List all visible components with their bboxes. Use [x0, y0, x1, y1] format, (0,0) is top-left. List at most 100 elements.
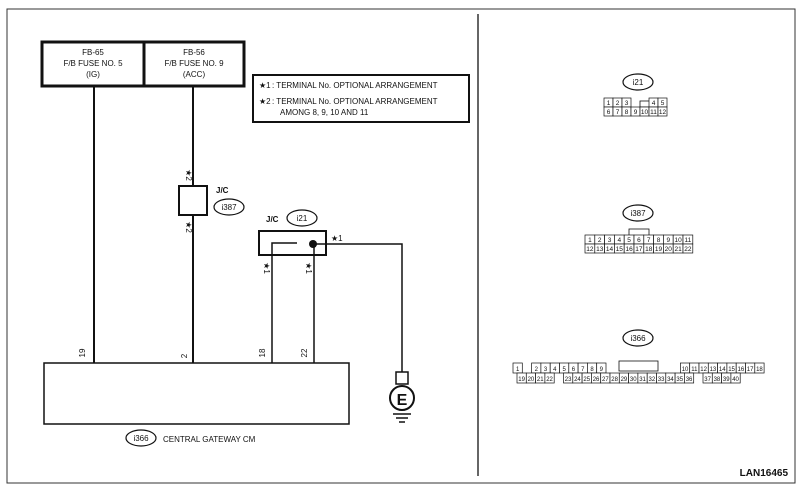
- connector-pin-number: 7: [616, 109, 620, 116]
- connector-label: i366: [630, 334, 646, 343]
- connector-pin-number: 11: [691, 367, 698, 373]
- connector-pin-number: 15: [616, 246, 624, 253]
- connector-pin-number: 16: [738, 367, 745, 373]
- connector-label-oval: [622, 329, 654, 347]
- connector-pin-number: 8: [590, 367, 594, 373]
- fuse-block-frame: [40, 40, 246, 88]
- connector-pin-number: 24: [574, 377, 581, 383]
- connector-pin-number: 1: [607, 100, 611, 107]
- pin-22: 22: [300, 348, 309, 357]
- pin-2: 2: [180, 353, 189, 358]
- connector-pin-number: 5: [562, 367, 566, 373]
- ground-circle: [389, 385, 415, 411]
- legend-2-text: : TERMINAL No. OPTIONAL ARRANGEMENT: [272, 97, 438, 106]
- connector-pin-cell: [657, 106, 668, 117]
- connector-label: i21: [633, 78, 644, 87]
- jc-upper-mark-bottom: ★2: [184, 221, 193, 233]
- connector-pin-number: 32: [649, 377, 656, 383]
- connector-pin-number: 18: [645, 246, 653, 253]
- connector-pin-number: 29: [621, 377, 628, 383]
- connector-pin-number: 12: [700, 367, 707, 373]
- connector-pin-number: 36: [686, 377, 693, 383]
- connector-pin-number: 9: [600, 367, 604, 373]
- diagram-frame: [6, 8, 796, 484]
- jc-upper-mark-top: ★2: [184, 169, 193, 181]
- diagram-code: LAN16465: [740, 468, 789, 479]
- connector-pin-number: 37: [704, 377, 711, 383]
- jc-upper: J/C i387 ★2 ★2: [178, 169, 245, 233]
- connector-pin-number: 19: [518, 377, 525, 383]
- connector-pin-cell: [544, 372, 555, 384]
- connector-label-oval: [622, 204, 654, 222]
- connector-pin-number: 10: [682, 367, 689, 373]
- splice-dot: [309, 240, 317, 248]
- connector-pin-number: 14: [606, 246, 614, 253]
- connector-pin-number: 4: [652, 100, 656, 107]
- legend-2-mark: ★2: [259, 97, 271, 106]
- jc-lower-label: J/C: [266, 215, 279, 224]
- connector-pin-number: 7: [581, 367, 585, 373]
- jc-lower-mark-right: ★1: [331, 234, 343, 243]
- connector-pin-number: 3: [608, 237, 612, 244]
- module-connector-oval: [125, 429, 157, 447]
- jc-lower-mark-mid: ★1: [304, 262, 313, 274]
- connector-pin-number: 9: [666, 237, 670, 244]
- connector-pin-number: 9: [634, 109, 638, 116]
- connector-pin-number: 1: [588, 237, 592, 244]
- fuse-2-code: FB-56: [183, 48, 205, 57]
- fuse-1-name: F/B FUSE NO. 5: [63, 59, 123, 68]
- connector-pin-number: 12: [659, 109, 667, 116]
- fuse-2-name: F/B FUSE NO. 9: [164, 59, 224, 68]
- ground-label: E: [397, 392, 408, 409]
- connector-pin-number: 1: [516, 367, 520, 373]
- connector-pin-number: 25: [583, 377, 590, 383]
- connector-pin-number: 3: [544, 367, 548, 373]
- wire-to-ground: [314, 243, 403, 372]
- connector-pin-number: 18: [756, 367, 763, 373]
- jc-lower-connector-oval: [286, 209, 318, 227]
- connector-latch: [618, 360, 659, 372]
- module-connector: i366: [133, 434, 149, 443]
- connector-pin-number: 4: [553, 367, 557, 373]
- legend-1-text: : TERMINAL No. OPTIONAL ARRANGEMENT: [272, 81, 438, 90]
- jc-lower-box: [258, 230, 327, 256]
- connector-pin-number: 21: [674, 246, 682, 253]
- connector-pin-number: 6: [607, 109, 611, 116]
- jc-lower-mark-left: ★1: [262, 262, 271, 274]
- connector-pin-number: 34: [667, 377, 674, 383]
- connector-pin-number: 19: [655, 246, 663, 253]
- connector-pin-number: 5: [661, 100, 665, 107]
- connector-pin-number: 6: [572, 367, 576, 373]
- connector-pin-number: 6: [637, 237, 641, 244]
- connector-pin-cell: [682, 243, 694, 254]
- connector-pin-number: 2: [535, 367, 539, 373]
- connector-pin-number: 20: [528, 377, 535, 383]
- connector-pin-number: 39: [723, 377, 730, 383]
- connector-pin-number: 26: [593, 377, 600, 383]
- ground-symbol: E: [389, 371, 415, 423]
- jc-upper-box: [178, 185, 208, 216]
- pin-19: 19: [78, 348, 87, 357]
- wires: [93, 86, 194, 363]
- connector-pin-number: 10: [641, 109, 649, 116]
- connector-pin-number: 22: [684, 246, 692, 253]
- connector-pin-cell: [684, 372, 695, 384]
- jc-lower: J/C i21 ★1 ★1 ★1: [258, 209, 343, 274]
- connector-pin-number: 3: [625, 100, 629, 107]
- connector-pin-number: 17: [635, 246, 643, 253]
- legend: ★1 : TERMINAL No. OPTIONAL ARRANGEMENT ★…: [252, 74, 470, 123]
- ground-wires: [271, 242, 403, 372]
- jc-upper-label: J/C: [216, 186, 229, 195]
- connector-pin-number: 8: [657, 237, 661, 244]
- connector-pin-number: 20: [665, 246, 673, 253]
- connector-pin-number: 12: [586, 246, 594, 253]
- connector-pin-cell: [754, 362, 765, 374]
- connector-label-oval: [622, 73, 654, 91]
- legend-2-text-cont: AMONG 8, 9, 10 AND 11: [280, 108, 369, 117]
- connector-pin-number: 2: [598, 237, 602, 244]
- connector-pin-number: 5: [627, 237, 631, 244]
